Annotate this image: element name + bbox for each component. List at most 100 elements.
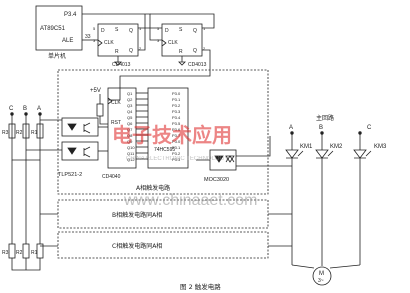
ff2-chip: CD4013 xyxy=(188,62,207,68)
ff1-pin2: 2 xyxy=(139,46,142,51)
contactor-km3: KM3 xyxy=(374,144,387,150)
ff1-chip: CD4013 xyxy=(112,62,131,68)
ff1-clk: CLK xyxy=(104,40,114,46)
resistor-bottom-r3: R3 xyxy=(2,250,9,256)
ff2-qbar: Q xyxy=(193,48,197,54)
watermark-url: www.chinaaet.com xyxy=(123,192,257,209)
ff1-d: D xyxy=(101,28,105,34)
shift-register-pin-8: P3.7 xyxy=(172,133,181,138)
shift-register-pin-2: P3.1 xyxy=(172,97,181,102)
motor-m-label: M xyxy=(319,271,324,277)
ff1-pin5: 5 xyxy=(93,26,96,31)
ff1-r: R xyxy=(115,49,119,55)
ff2-r: R xyxy=(179,49,183,55)
phase-b-terminal: B xyxy=(319,125,323,131)
phase-c-label: C相触发电路同A相 xyxy=(112,242,162,250)
counter-output-4: Q4 xyxy=(127,109,133,114)
pullup-resistor xyxy=(96,103,104,117)
counter-output-10: Q10 xyxy=(127,145,135,150)
ff1-pin1: 1 xyxy=(139,26,142,31)
shift-register-pins: P3.0P3.1P3.2P3.3P3.4P3.5P3.6P3.7P3.0P3.1… xyxy=(172,91,181,162)
ff1-q: Q xyxy=(129,28,133,34)
mcu-pin-p34: P3.4 xyxy=(64,12,77,18)
ff2-s: S xyxy=(179,27,183,33)
wire-33-label: 33 xyxy=(85,34,91,40)
counter-clk: CLK xyxy=(111,100,121,106)
counter-output-7: Q7 xyxy=(127,127,133,132)
resistor-bottom-r2: R2 xyxy=(16,250,23,256)
supply-top: C B A R3 R2 R1 xyxy=(2,106,62,161)
mcu-block: P3.4 AT89C51 ALE 单片机 xyxy=(35,5,83,60)
ff2-clk: CLK xyxy=(168,40,178,46)
bus-lines xyxy=(136,92,148,160)
ff1-s: S xyxy=(115,27,119,33)
supply-top-c: C xyxy=(9,106,14,112)
phase-c-terminal: C xyxy=(367,125,372,131)
counter-output-6: Q6 xyxy=(127,121,133,126)
counter-output-12: Q12 xyxy=(127,157,135,162)
counter-output-2: Q2 xyxy=(127,97,133,102)
ff2-q: Q xyxy=(193,28,197,34)
shift-register-pin-10: P3.1 xyxy=(172,145,181,150)
supply-top-b: B xyxy=(23,106,27,112)
shift-register-pin-7: P3.6 xyxy=(172,127,181,132)
resistor-top-r3: R3 xyxy=(2,130,9,136)
opto-triac-moc3020: MOC3020 xyxy=(204,149,237,183)
contactor-km2: KM2 xyxy=(330,144,343,150)
phase-b-label: B相触发电路同A相 xyxy=(112,211,162,219)
supply-top-a: A xyxy=(37,106,41,112)
vcc-label: +5V xyxy=(90,88,101,94)
main-loop-label: 主回路 xyxy=(316,114,334,122)
phase-a-label: A相触发电路 xyxy=(136,184,170,192)
moc-chip-label: MOC3020 xyxy=(204,177,229,183)
motor-symbol xyxy=(312,266,332,286)
counter-cd4040: CLK RST CD4040 xyxy=(102,87,137,180)
counter-output-3: Q3 xyxy=(127,103,133,108)
shift-register-pin-1: P3.0 xyxy=(172,91,181,96)
motor-ac-label: 3~ xyxy=(318,278,324,284)
counter-output-1: Q1 xyxy=(127,91,133,96)
mcu-pin-ale: ALE xyxy=(62,38,73,44)
contactor-km1: KM1 xyxy=(300,144,313,150)
mcu-label: 单片机 xyxy=(48,52,66,60)
shift-register-74hc595: 74HC595 xyxy=(147,87,189,169)
main-loop: 主回路 A B C KM1 KM2 KM3 M 3~ xyxy=(268,114,387,286)
ff2-d: D xyxy=(165,28,169,34)
shift-register-pin-9: P3.0 xyxy=(172,139,181,144)
shift-register-pin-12: P3.3 xyxy=(172,157,181,162)
supply-bottom: R3 R2 R1 xyxy=(2,160,58,271)
counter-chip: CD4040 xyxy=(102,174,121,180)
ff2-pin1: 1 xyxy=(203,26,206,31)
counter-output-9: Q9 xyxy=(127,139,133,144)
shift-register-pin-4: P3.3 xyxy=(172,109,181,114)
counter-output-5: Q5 xyxy=(127,115,133,120)
ff2-pin2: 2 xyxy=(203,46,206,51)
shift-register-pin-3: P3.2 xyxy=(172,103,181,108)
ff2-pin3: 3 xyxy=(157,38,160,43)
opto-chip-label: TLP521-2 xyxy=(58,172,82,178)
ff2-pin5: 5 xyxy=(157,26,160,31)
phase-a-dashed-box xyxy=(57,69,269,195)
phase-c-dashed-box xyxy=(57,231,269,259)
shift-register-pin-6: P3.5 xyxy=(172,121,181,126)
watermark-chinese: 电子技术应用 xyxy=(112,123,232,147)
counter-rst: RST xyxy=(111,120,121,126)
ff1-qbar: Q xyxy=(129,48,133,54)
counter-output-8: Q8 xyxy=(127,133,133,138)
resistor-bottom-r1: R1 xyxy=(31,250,38,256)
optocoupler-tlp521: TLP521-2 xyxy=(58,117,108,178)
flipflop-1: D S Q CLK R Q 5 1 3 2 CD4013 xyxy=(93,23,142,68)
shift-register-pin-5: P3.4 xyxy=(172,115,181,120)
figure-caption: 图 2 触发电路 xyxy=(180,282,221,291)
resistor-top-r1: R1 xyxy=(31,130,38,136)
resistor-top-r2: R2 xyxy=(16,130,23,136)
watermark-english: CHINA ELECTRONIC TECHNOLOGY xyxy=(126,156,228,162)
phase-a-terminal: A xyxy=(289,125,293,131)
shift-register-pin-11: P3.2 xyxy=(172,151,181,156)
ff1-pin3: 3 xyxy=(93,38,96,43)
mcu-chip-name: AT89C51 xyxy=(40,26,66,32)
counter-output-11: Q11 xyxy=(127,151,135,156)
